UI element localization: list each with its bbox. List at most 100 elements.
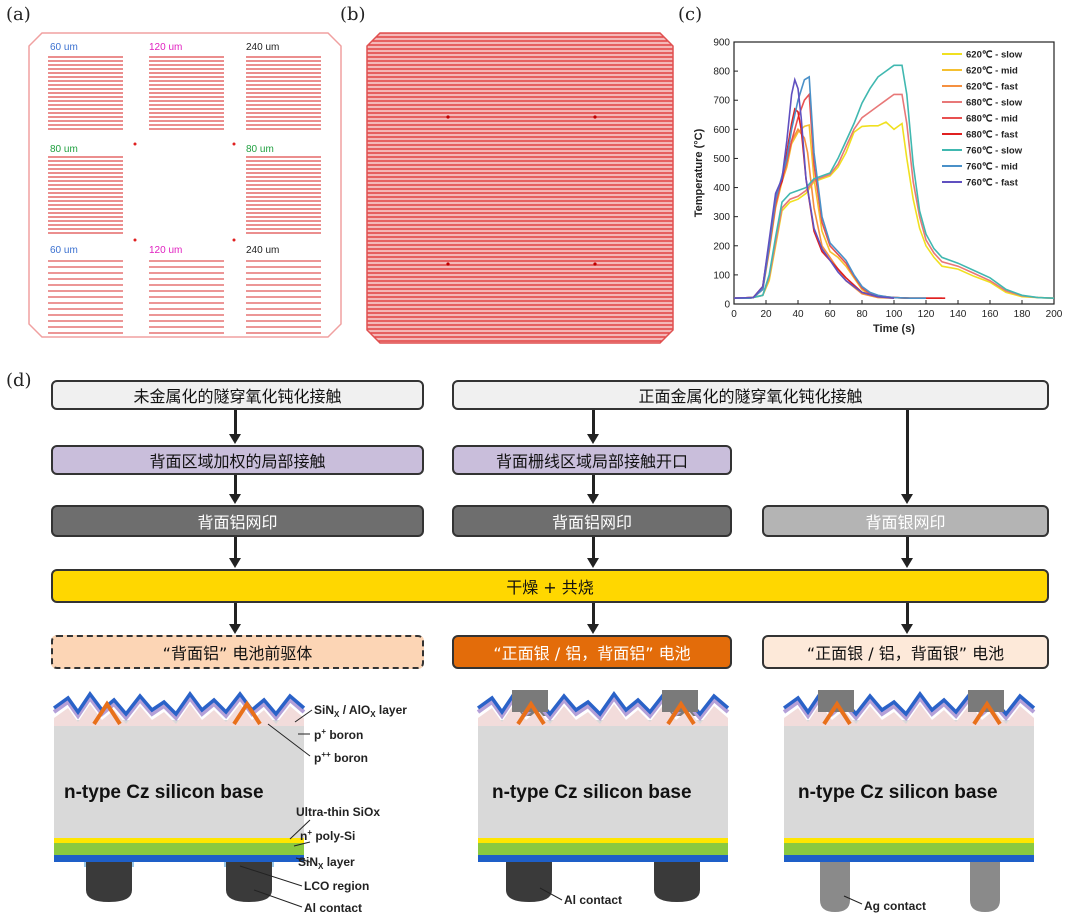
flow-text: 干燥 + 共烧 <box>506 578 594 597</box>
mask-pattern-a: 60 um 120 um 240 um 80 um 80 um 60 um 12… <box>28 32 342 338</box>
width-label: 120 um <box>149 245 182 256</box>
panel-label-d: (d) <box>6 370 32 391</box>
legend-label: 620℃ - mid <box>966 66 1018 77</box>
x-tick-label: 140 <box>950 309 967 320</box>
plot-frame <box>733 41 1055 305</box>
flow-box-unmetallized: 未金属化的隧穿氧化钝化接触 <box>51 380 424 410</box>
y-tick-label: 500 <box>713 154 730 165</box>
base-label: n-type Cz silicon base <box>492 782 692 803</box>
flow-text: “正面银 / 铝，背面铝” 电池 <box>493 644 691 663</box>
flow-text: 背面铝网印 <box>551 513 632 532</box>
line-block <box>246 156 321 234</box>
x-tick-label: 100 <box>886 309 903 320</box>
width-label: 60 um <box>50 245 78 256</box>
series-line <box>734 93 1055 300</box>
series-line <box>734 64 1055 300</box>
line-block <box>48 257 123 334</box>
flow-box-cofiring: 干燥 + 共烧 <box>51 569 1049 603</box>
base-label: n-type Cz silicon base <box>798 782 998 803</box>
flow-arrow <box>587 475 599 504</box>
flow-arrow <box>901 537 913 568</box>
x-axis-label: Time (s) <box>873 323 915 335</box>
y-tick-label: 700 <box>713 96 730 107</box>
y-tick-label: 200 <box>713 241 730 252</box>
flow-arrow <box>587 537 599 568</box>
flow-text: “正面银 / 铝，背面银” 电池 <box>806 644 1005 663</box>
flow-text: 未金属化的隧穿氧化钝化接触 <box>133 387 342 406</box>
flow-box-front-metallized: 正面金属化的隧穿氧化钝化接触 <box>452 380 1049 410</box>
line-block <box>246 257 321 334</box>
flow-arrow <box>901 603 913 634</box>
mask-pattern-b <box>366 32 674 344</box>
legend-label: 760℃ - fast <box>966 178 1019 189</box>
line-block <box>48 54 123 131</box>
x-tick-label: 20 <box>760 309 772 320</box>
cell-cross-sections: n-type Cz silicon base SiNX / AlOX layer… <box>52 690 1036 915</box>
flow-box-al-print-mid: 背面铝网印 <box>452 505 732 537</box>
y-axis-label: Temperature (°C) <box>693 128 705 217</box>
flow-arrow <box>229 410 241 444</box>
x-tick-label: 120 <box>918 309 935 320</box>
x-tick-label: 200 <box>1046 309 1063 320</box>
layer-callouts: SiNX / AlOX layer p+ boron p++ boron Ult… <box>239 703 407 915</box>
width-label: 80 um <box>50 144 78 155</box>
flow-box-contact-opening: 背面栅线区域局部接触开口 <box>452 445 732 475</box>
legend-label: 760℃ - mid <box>966 162 1018 173</box>
line-block <box>149 54 224 131</box>
x-tick-label: 160 <box>982 309 999 320</box>
flow-text: 背面区域加权的局部接触 <box>149 452 326 471</box>
flow-arrow <box>587 603 599 634</box>
flow-box-al-print-left: 背面铝网印 <box>51 505 424 537</box>
callout-al-contact: Al contact <box>304 901 362 915</box>
flow-arrow <box>229 537 241 568</box>
flow-text: “背面铝” 电池前驱体 <box>162 644 313 663</box>
y-tick-label: 300 <box>713 212 730 223</box>
line-block <box>149 257 224 334</box>
legend-label: 680℃ - slow <box>966 98 1023 109</box>
legend-label: 620℃ - fast <box>966 82 1019 93</box>
flow-arrow <box>901 410 913 504</box>
legend-label: 620℃ - slow <box>966 50 1023 61</box>
base-label: n-type Cz silicon base <box>64 782 264 803</box>
flow-text: 正面金属化的隧穿氧化钝化接触 <box>638 387 863 406</box>
y-tick-label: 600 <box>713 125 730 136</box>
flow-text: 背面铝网印 <box>197 513 278 532</box>
panel-label-a: (a) <box>6 4 31 25</box>
callout-al-contact-mid: Al contact <box>564 893 622 907</box>
width-label: 60 um <box>50 42 78 53</box>
flow-box-out-front-ag: “正面银 / 铝，背面银” 电池 <box>762 635 1049 669</box>
line-block <box>48 156 123 234</box>
y-tick-label: 100 <box>713 270 730 281</box>
width-label: 80 um <box>246 144 274 155</box>
legend-label: 680℃ - mid <box>966 114 1018 125</box>
callout-siox: Ultra-thin SiOx <box>296 805 380 819</box>
width-label: 240 um <box>246 245 279 256</box>
legend-label: 680℃ - fast <box>966 130 1019 141</box>
flow-box-out-precursor: “背面铝” 电池前驱体 <box>51 635 424 669</box>
y-tick-label: 900 <box>713 38 730 49</box>
callout-lco: LCO region <box>304 879 369 893</box>
flow-box-local-contact: 背面区域加权的局部接触 <box>51 445 424 475</box>
callout-pp-boron: p++ boron <box>314 750 368 765</box>
x-tick-label: 0 <box>731 309 737 320</box>
callout-p-boron: p+ boron <box>314 727 363 742</box>
flow-arrow <box>587 410 599 444</box>
x-tick-label: 180 <box>1014 309 1031 320</box>
panel-label-b: (b) <box>340 4 366 25</box>
flow-text: 背面银网印 <box>865 513 946 532</box>
legend-label: 760℃ - slow <box>966 146 1023 157</box>
x-tick-label: 60 <box>824 309 836 320</box>
line-block <box>246 54 321 131</box>
x-tick-label: 80 <box>856 309 868 320</box>
y-tick-label: 0 <box>724 300 730 311</box>
width-label: 120 um <box>149 42 182 53</box>
flow-box-ag-print: 背面银网印 <box>762 505 1049 537</box>
flow-box-out-front-al: “正面银 / 铝，背面铝” 电池 <box>452 635 732 669</box>
callout-ag-contact: Ag contact <box>864 899 926 913</box>
flow-arrow <box>229 603 241 634</box>
x-tick-label: 40 <box>792 309 804 320</box>
width-label: 240 um <box>246 42 279 53</box>
flow-arrow <box>229 475 241 504</box>
flow-text: 背面栅线区域局部接触开口 <box>495 452 688 471</box>
